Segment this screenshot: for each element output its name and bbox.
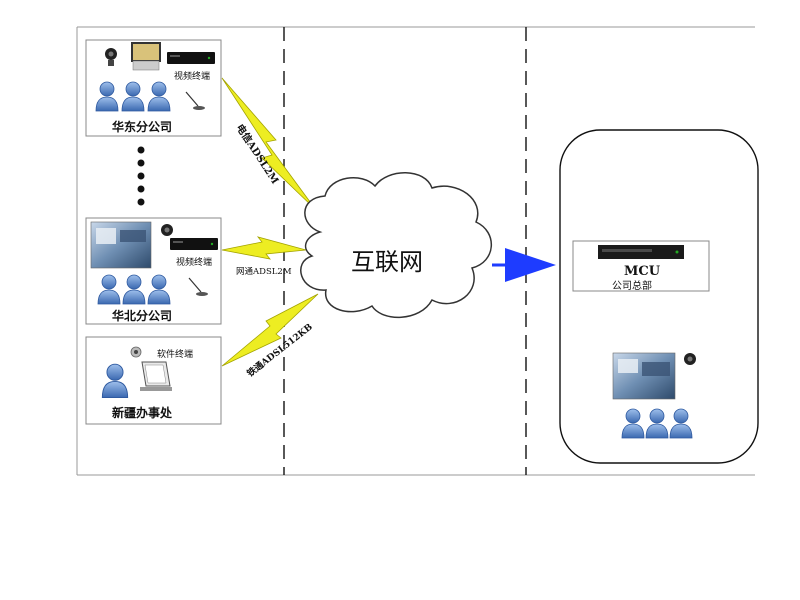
camera-icon bbox=[684, 353, 696, 365]
headquarters: MCU 公司总部 bbox=[559, 129, 759, 464]
mcu-device-icon bbox=[598, 245, 684, 259]
site-east-device-label: 视频终端 bbox=[174, 70, 210, 82]
link-north-label: 网通ADSL2M bbox=[236, 266, 292, 277]
mcu-label: MCU bbox=[624, 264, 661, 279]
site-north-box bbox=[85, 217, 222, 325]
video-wall-screen-icon bbox=[612, 352, 676, 400]
link-xinjiang-lightning bbox=[221, 293, 319, 367]
site-east-name: 华东分公司 bbox=[112, 119, 172, 134]
video-terminal-icon bbox=[170, 238, 218, 250]
video-wall-screen-icon bbox=[90, 221, 152, 269]
microphone-icon bbox=[188, 277, 208, 296]
webcam-icon bbox=[130, 346, 142, 358]
internet-label: 互联网 bbox=[351, 248, 423, 276]
camera-icon bbox=[105, 48, 117, 66]
link-east-lightning bbox=[221, 77, 317, 211]
desktop-computer-icon bbox=[140, 361, 172, 391]
microphone-icon bbox=[185, 91, 205, 110]
internet-cloud: 互联网 bbox=[300, 172, 493, 318]
site-north: 视频终端 华北分公司 bbox=[85, 217, 222, 325]
site-north-name: 华北分公司 bbox=[112, 308, 172, 323]
site-xinjiang-name: 新疆办事处 bbox=[112, 405, 173, 420]
site-east: 视频终端 华东分公司 bbox=[85, 39, 222, 137]
site-north-device-label: 视频终端 bbox=[176, 256, 212, 268]
video-terminal-icon bbox=[167, 52, 215, 64]
site-xinjiang-device-label: 软件终端 bbox=[157, 348, 193, 360]
camera-icon bbox=[161, 224, 173, 236]
arrow-to-hq bbox=[492, 248, 556, 282]
site-xinjiang: 软件终端 新疆办事处 bbox=[85, 336, 222, 425]
tv-screen-icon bbox=[131, 42, 161, 71]
hq-name: 公司总部 bbox=[612, 279, 652, 292]
more-sites-dots bbox=[137, 146, 145, 206]
hq-boundary bbox=[559, 129, 759, 464]
link-north-lightning bbox=[221, 236, 307, 260]
